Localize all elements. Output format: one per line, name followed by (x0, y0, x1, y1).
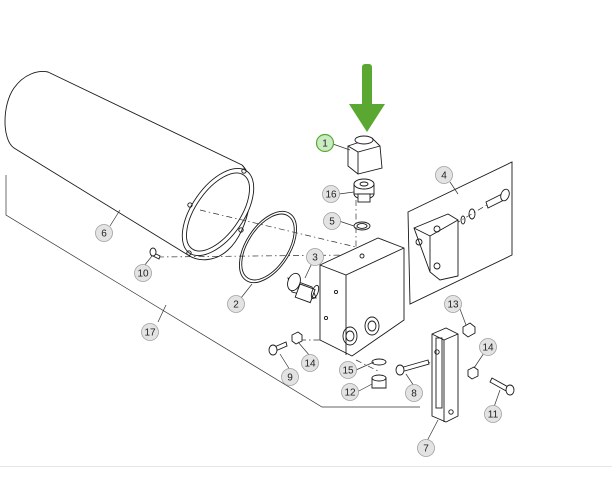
part-6-cylinder (4, 71, 255, 261)
callout-16: 16 (322, 185, 340, 203)
callout-label: 6 (101, 229, 107, 240)
callout-label: 15 (342, 366, 354, 377)
hardware-parts (149, 247, 515, 396)
callout-10: 10 (134, 264, 152, 282)
callout-1: 1 (315, 133, 335, 153)
callout-label: 17 (144, 328, 156, 339)
callout-label: 13 (447, 300, 459, 311)
callout-17: 17 (141, 323, 159, 341)
part-16-adapter (353, 178, 375, 203)
callout-label: 14 (304, 359, 316, 370)
callout-label: 1 (322, 139, 328, 150)
callout-label: 7 (423, 444, 429, 455)
callout-9: 9 (281, 368, 299, 386)
callout-12: 12 (341, 383, 359, 401)
callout-11: 11 (484, 405, 502, 423)
callout-15: 15 (339, 361, 357, 379)
callouts: 1 2 3 4 5 6 7 8 (95, 133, 502, 457)
callout-label: 3 (312, 253, 318, 264)
part-4-kit-box (407, 161, 513, 305)
part-5-washer (353, 221, 371, 231)
callout-label: 2 (233, 300, 239, 311)
callout-label: 8 (411, 389, 417, 400)
manifold-block (319, 237, 405, 357)
callout-5: 5 (323, 212, 341, 230)
callout-label: 10 (137, 269, 149, 280)
callout-label: 16 (325, 190, 337, 201)
part-2-o-ring (239, 210, 297, 284)
callout-leaders (109, 142, 501, 442)
bottom-divider (0, 466, 612, 467)
callout-label: 4 (441, 171, 447, 182)
callout-4: 4 (435, 166, 453, 184)
arrow-down-icon (349, 64, 385, 132)
callout-label: 11 (488, 410, 499, 421)
callout-label: 9 (287, 373, 293, 384)
callout-14-left: 14 (301, 354, 319, 372)
callout-3: 3 (306, 248, 324, 266)
frame-outline (5, 175, 420, 408)
callout-label: 14 (482, 343, 494, 354)
part-3-fitting (287, 272, 320, 304)
callout-13: 13 (444, 295, 462, 313)
callout-label: 12 (344, 388, 356, 399)
part-7-bracket-arm (431, 327, 459, 423)
callout-14-right: 14 (479, 338, 497, 356)
callout-8: 8 (405, 384, 423, 402)
callout-7: 7 (417, 439, 435, 457)
callout-2: 2 (227, 295, 245, 313)
callout-6: 6 (95, 224, 113, 242)
callout-label: 5 (329, 217, 335, 228)
part-1-sensor-cap (347, 135, 383, 175)
